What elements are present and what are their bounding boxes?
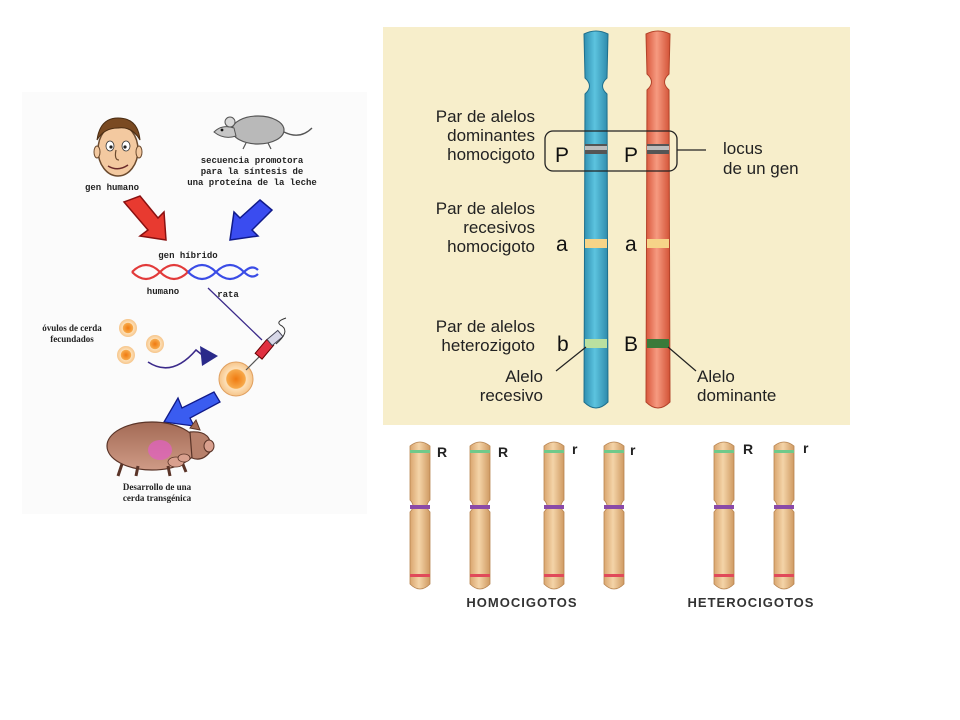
rat-label: rata bbox=[217, 290, 239, 300]
promoter-line-2: para la síntesis de bbox=[201, 167, 304, 177]
gene-label: r bbox=[803, 440, 809, 456]
pig-icon bbox=[106, 418, 215, 477]
gene-label: R bbox=[743, 441, 753, 457]
red-arrow-icon bbox=[122, 195, 167, 241]
transgenic-panel: gen humano secuencia promotora para la s… bbox=[22, 92, 367, 514]
human-label: humano bbox=[147, 287, 179, 297]
allele-letter-a-right: a bbox=[625, 233, 637, 256]
allele-letter-a-left: a bbox=[556, 233, 568, 256]
human-face-icon bbox=[93, 117, 143, 177]
promoter-line-1: secuencia promotora bbox=[201, 156, 304, 166]
allele-letter-p-left: P bbox=[555, 144, 569, 167]
tan-chromosome bbox=[469, 441, 491, 590]
recessive-pair-line-1: Par de alelos bbox=[436, 199, 535, 218]
dominant-allele-pointer bbox=[667, 346, 697, 372]
transfer-arrow-line bbox=[147, 348, 207, 369]
gene-label: R bbox=[498, 444, 508, 460]
dominant-pair-line-3: homocigoto bbox=[447, 145, 535, 164]
egg-icon bbox=[117, 346, 135, 364]
injected-egg-icon bbox=[218, 361, 254, 397]
heterozygous-label: HETEROCIGOTOS bbox=[688, 595, 815, 610]
recessive-allele-line-2: recesivo bbox=[480, 386, 543, 405]
allele-letter-b-left: b bbox=[557, 333, 569, 356]
tan-chromosome bbox=[713, 441, 735, 590]
syringe-icon bbox=[245, 317, 287, 371]
tan-chromosome bbox=[773, 441, 795, 590]
recessive-pair-line-3: homocigoto bbox=[447, 237, 535, 256]
hetero-pair-line-1: Par de alelos bbox=[436, 317, 535, 336]
eggs-label-line-1: óvulos de cerda bbox=[42, 323, 102, 333]
dominant-pair-line-1: Par de alelos bbox=[436, 107, 535, 126]
dominant-pair-line-2: dominantes bbox=[447, 126, 535, 145]
alleles-panel: P P a a b B Par de alelos dominantes hom… bbox=[383, 27, 850, 425]
homozygous-label: HOMOCIGOTOS bbox=[466, 595, 577, 610]
recessive-allele-pointer bbox=[555, 346, 587, 372]
blue-arrow-icon bbox=[229, 199, 274, 241]
tan-chromosome bbox=[543, 441, 565, 590]
gene-label: r bbox=[630, 442, 636, 458]
blue-chromosome bbox=[583, 30, 609, 409]
allele-letter-b-right: B bbox=[624, 333, 638, 356]
human-gene-label: gen humano bbox=[85, 183, 139, 193]
blue-down-arrow-icon bbox=[162, 391, 221, 427]
dominant-allele-line-1: Alelo bbox=[697, 367, 735, 386]
locus-label-line-2: de un gen bbox=[723, 159, 799, 178]
zygosity-panel: R R r r R r HOMOCIGOTOS HETEROCIGOTOS bbox=[383, 427, 850, 612]
red-chromosome bbox=[645, 30, 671, 409]
tan-chromosome bbox=[409, 441, 431, 590]
gene-label: R bbox=[437, 444, 447, 460]
recessive-pair-line-2: recesivos bbox=[463, 218, 535, 237]
locus-highlight-box bbox=[544, 130, 678, 172]
locus-label-line-1: locus bbox=[723, 139, 763, 158]
rat-icon bbox=[213, 115, 313, 150]
transfer-arrowhead-icon bbox=[200, 346, 218, 366]
eggs-label-line-2: fecundados bbox=[50, 334, 94, 344]
alleles-panel-background bbox=[383, 27, 850, 425]
promoter-line-3: una proteína de la leche bbox=[187, 178, 317, 188]
dna-to-needle-line bbox=[207, 287, 263, 341]
recessive-allele-line-1: Alelo bbox=[505, 367, 543, 386]
egg-icon bbox=[119, 319, 137, 337]
dna-helix-icon bbox=[131, 263, 259, 281]
development-label-line-1: Desarrollo de una bbox=[123, 482, 192, 492]
egg-icon bbox=[146, 335, 164, 353]
hybrid-gene-label: gen híbrido bbox=[158, 251, 217, 261]
gene-label: r bbox=[572, 441, 578, 457]
hetero-pair-line-2: heterozigoto bbox=[441, 336, 535, 355]
tan-chromosome bbox=[603, 441, 625, 590]
development-label-line-2: cerda transgénica bbox=[123, 493, 192, 503]
allele-letter-p-right: P bbox=[624, 144, 638, 167]
dominant-allele-line-2: dominante bbox=[697, 386, 776, 405]
